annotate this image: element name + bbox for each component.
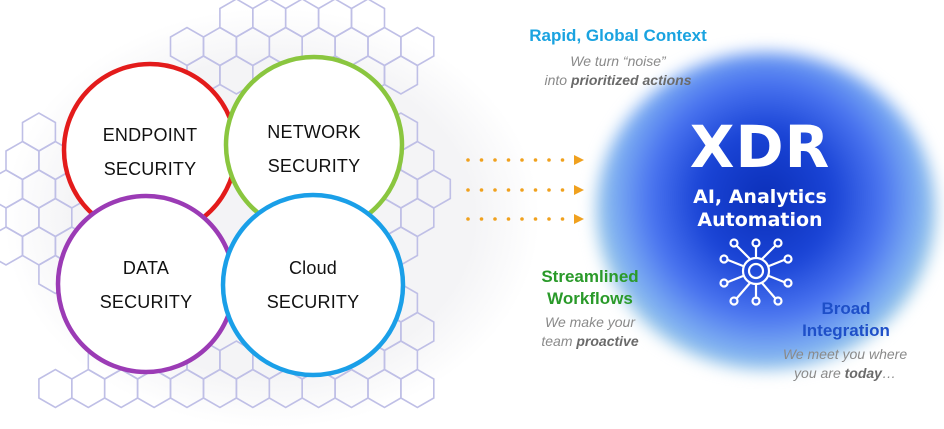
broad-sub-suffix: … [881,365,896,381]
streamlined-sub-line1: We make your [545,314,635,330]
network-label: NETWORK SECURITY [244,115,384,183]
streamlined-workflows-subtitle: We make your team proactive [520,313,660,351]
cloud-label-line2: SECURITY [266,292,360,312]
broad-sub-prefix: you are [794,365,845,381]
xdr-subtitle: AI, Analytics Automation [640,186,880,232]
streamlined-sub-line2: team proactive [520,332,660,351]
rapid-context-subtitle: We turn “noise” into prioritized actions [500,52,736,90]
streamlined-title-line1: Streamlined [541,267,639,286]
cloud-circle [220,192,406,378]
rapid-sub-bold: prioritized actions [570,72,692,88]
broad-sub-bold: today [844,365,882,381]
broad-integration-subtitle: We meet you where you are today… [768,345,922,383]
xdr-title: XDR [689,113,831,181]
broad-integration-title: Broad Integration [786,298,906,342]
xdr-subtitle-line2: Automation [697,209,823,231]
broad-sub-line1: We meet you where [782,346,908,362]
cloud-label: Cloud SECURITY [243,251,383,319]
dotted-arrow [466,214,584,224]
streamlined-sub-bold: proactive [576,333,639,349]
endpoint-label: ENDPOINT SECURITY [80,118,220,186]
rapid-sub-prefix: into [544,72,571,88]
xdr-subtitle-line1: AI, Analytics [693,186,827,208]
hexagon [400,368,435,409]
xdr-glow [596,52,936,370]
arrow-head-icon [574,185,584,195]
data-label-line1: DATA [122,258,170,278]
data-label-line2: SECURITY [99,292,193,312]
network-label-line2: SECURITY [267,156,361,176]
dotted-arrow [466,155,584,165]
broad-title-line2: Integration [802,321,890,340]
data-label: DATA SECURITY [76,251,216,319]
broad-sub-line2: you are today… [768,364,922,383]
dotted-arrow [466,185,584,195]
network-label-line1: NETWORK [267,122,361,142]
streamlined-sub-prefix: team [541,333,577,349]
cloud-label-line1: Cloud [288,258,338,278]
streamlined-workflows-title: Streamlined Workflows [520,266,660,310]
rapid-sub-line2: into prioritized actions [500,71,736,90]
rapid-sub-line1: We turn “noise” [570,53,666,69]
endpoint-label-line1: ENDPOINT [102,125,198,145]
arrow-head-icon [574,155,584,165]
rapid-context-title: Rapid, Global Context [529,26,707,45]
broad-title-line1: Broad [821,299,871,318]
streamlined-title-line2: Workflows [547,289,633,308]
hexagon [383,55,419,95]
arrow-head-icon [574,214,584,224]
endpoint-label-line2: SECURITY [103,159,197,179]
